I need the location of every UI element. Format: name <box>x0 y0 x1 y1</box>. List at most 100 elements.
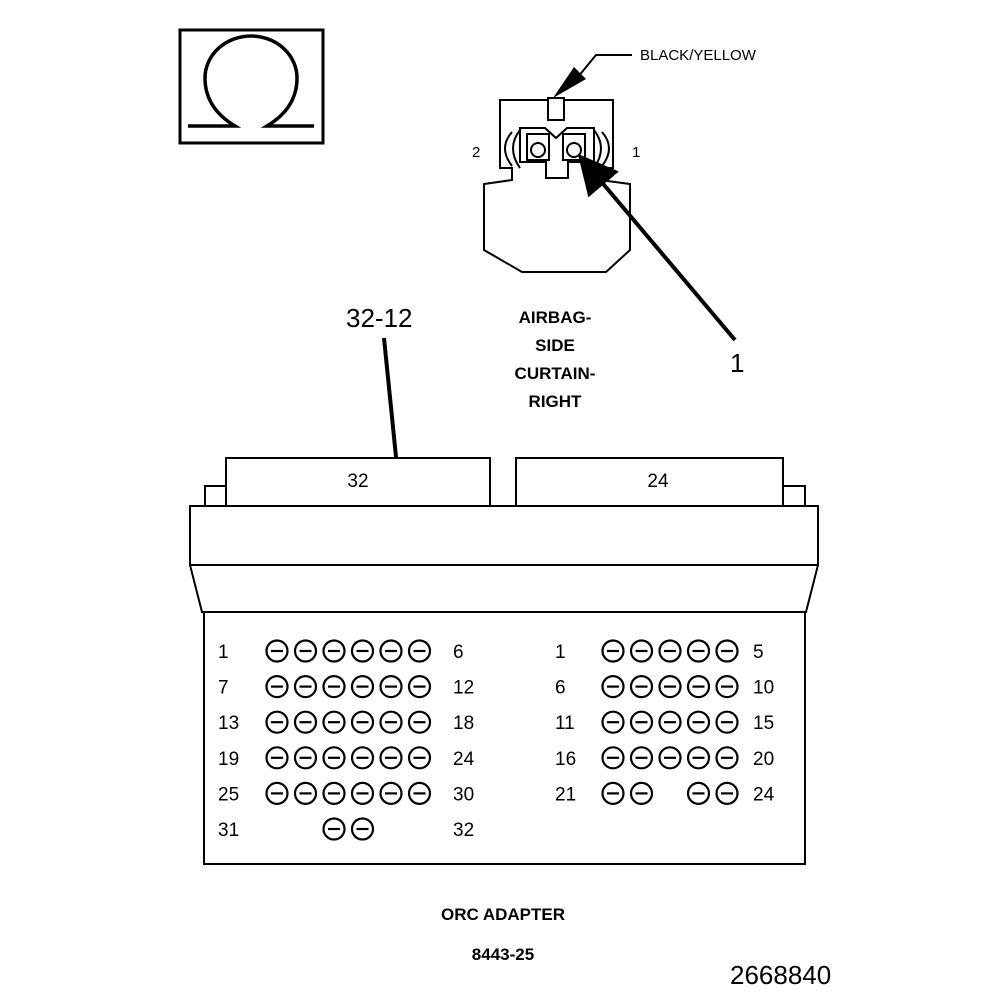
figure-number: 2668840 <box>730 960 831 990</box>
row-first-pin-label: 31 <box>218 820 239 841</box>
row-first-pin-label: 25 <box>218 784 239 805</box>
cavity-2-label: 2 <box>472 144 480 161</box>
pin-cavity <box>379 639 403 663</box>
pin-cavity <box>715 781 739 806</box>
cavity-1-label: 1 <box>632 144 640 161</box>
airbag-name-line-3: CURTAIN- <box>515 364 596 383</box>
pin-cavity <box>686 674 711 699</box>
pin-cavity <box>265 746 289 770</box>
pin-cavity <box>715 746 739 770</box>
pin-cavity <box>629 746 654 770</box>
pin-cavity <box>658 746 682 770</box>
wire-color-label: BLACK/YELLOW <box>640 47 757 64</box>
pin-cavity <box>265 639 289 663</box>
pin-cavity <box>715 674 739 699</box>
pin-cavity <box>629 710 654 734</box>
pin-cavity <box>407 781 432 806</box>
pin-cavity <box>350 746 375 770</box>
pin-cavity <box>350 674 375 699</box>
probe-callout-1-label: 1 <box>730 348 744 378</box>
row-first-pin-label: 13 <box>218 713 239 734</box>
pin-cavity <box>407 674 432 699</box>
pin-cavity <box>658 710 682 734</box>
pin-cavity <box>379 746 403 770</box>
row-last-pin-label: 24 <box>453 749 475 770</box>
pin-cavity <box>350 817 375 841</box>
pin-cavity <box>601 639 625 663</box>
pin-cavity <box>658 639 682 663</box>
pin-cavity <box>686 746 711 770</box>
pin-cavity <box>265 781 289 806</box>
pin-cavity <box>715 639 739 663</box>
pin-cavity <box>601 674 625 699</box>
pin-cavity <box>265 674 289 699</box>
pin-cavity <box>715 710 739 734</box>
airbag-connector: 2 1 <box>472 97 640 273</box>
row-first-pin-label: 1 <box>218 642 229 663</box>
row-last-pin-label: 32 <box>453 820 474 841</box>
pin-cavity <box>322 710 346 734</box>
pin-cavity <box>601 781 625 806</box>
row-last-pin-label: 10 <box>753 678 774 699</box>
probe-callout-1: 1 <box>577 153 744 378</box>
airbag-name-line-2: SIDE <box>535 336 575 355</box>
pin-cavity <box>322 639 346 663</box>
pin-cavity <box>686 710 711 734</box>
adapter-part-number: 8443-25 <box>472 945 534 964</box>
row-last-pin-label: 18 <box>453 713 474 734</box>
pin-cavity <box>350 710 375 734</box>
pin-cavity <box>293 710 318 734</box>
pin-cavity <box>322 817 346 841</box>
row-last-pin-label: 12 <box>453 678 474 699</box>
connector-32-header-label: 32 <box>347 471 368 492</box>
pin-cavity <box>686 781 711 806</box>
pin-cavity <box>350 639 375 663</box>
pin-cavity <box>407 710 432 734</box>
pin-cavity <box>601 710 625 734</box>
row-last-pin-label: 30 <box>453 784 474 805</box>
adapter-title: ORC ADAPTER <box>441 905 565 924</box>
row-last-pin-label: 6 <box>453 642 464 663</box>
cavity-1-terminal <box>566 142 582 158</box>
pin-cavity <box>379 710 403 734</box>
pin-cavity <box>265 710 289 734</box>
airbag-name-line-4: RIGHT <box>529 392 583 411</box>
pin-cavity <box>658 674 682 699</box>
ohm-symbol-icon <box>178 28 325 145</box>
row-first-pin-label: 19 <box>218 749 239 770</box>
pin-cavity <box>350 781 375 806</box>
pin-cavity <box>629 781 654 806</box>
pin-cavity <box>629 639 654 663</box>
pin-cavity <box>407 746 432 770</box>
row-first-pin-label: 21 <box>555 784 576 805</box>
airbag-name-line-1: AIRBAG- <box>519 308 592 327</box>
pin-cavity <box>293 639 318 663</box>
pin-cavity <box>322 781 346 806</box>
wire-color-callout: BLACK/YELLOW <box>553 47 757 98</box>
pin-cavity <box>322 674 346 699</box>
pin-cavity <box>379 781 403 806</box>
row-last-pin-label: 20 <box>753 749 774 770</box>
pin-cavity <box>379 674 403 699</box>
row-first-pin-label: 7 <box>218 678 229 699</box>
cavity-2-terminal <box>530 142 546 158</box>
pin-cavity <box>407 639 432 663</box>
pin-cavity <box>601 746 625 770</box>
row-first-pin-label: 6 <box>555 678 566 699</box>
connector-24-header-label: 24 <box>647 471 669 492</box>
pin-cavity <box>629 674 654 699</box>
pin-cavity <box>322 746 346 770</box>
pin-cavity <box>293 746 318 770</box>
row-last-pin-label: 5 <box>753 642 764 663</box>
pin-cavity <box>293 781 318 806</box>
airbag-connector-name: AIRBAG- SIDE CURTAIN- RIGHT <box>515 308 596 411</box>
pin-cavity <box>293 674 318 699</box>
adapter-pin-callout-label: 32-12 <box>346 303 413 333</box>
row-first-pin-label: 11 <box>555 713 575 734</box>
row-last-pin-label: 15 <box>753 713 774 734</box>
pin-cavity <box>686 639 711 663</box>
row-first-pin-label: 1 <box>555 642 566 663</box>
row-first-pin-label: 16 <box>555 749 576 770</box>
